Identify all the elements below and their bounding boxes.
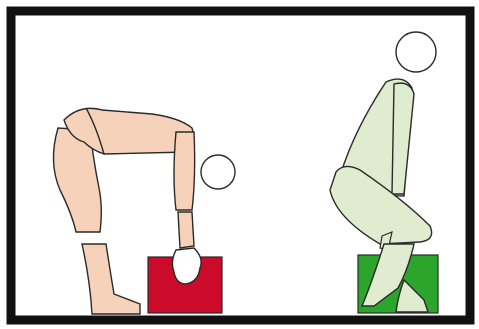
- bending-forearm: [178, 212, 194, 248]
- bending-upper-arm: [174, 132, 195, 210]
- bending-head: [201, 155, 235, 189]
- squatting-head: [396, 32, 436, 72]
